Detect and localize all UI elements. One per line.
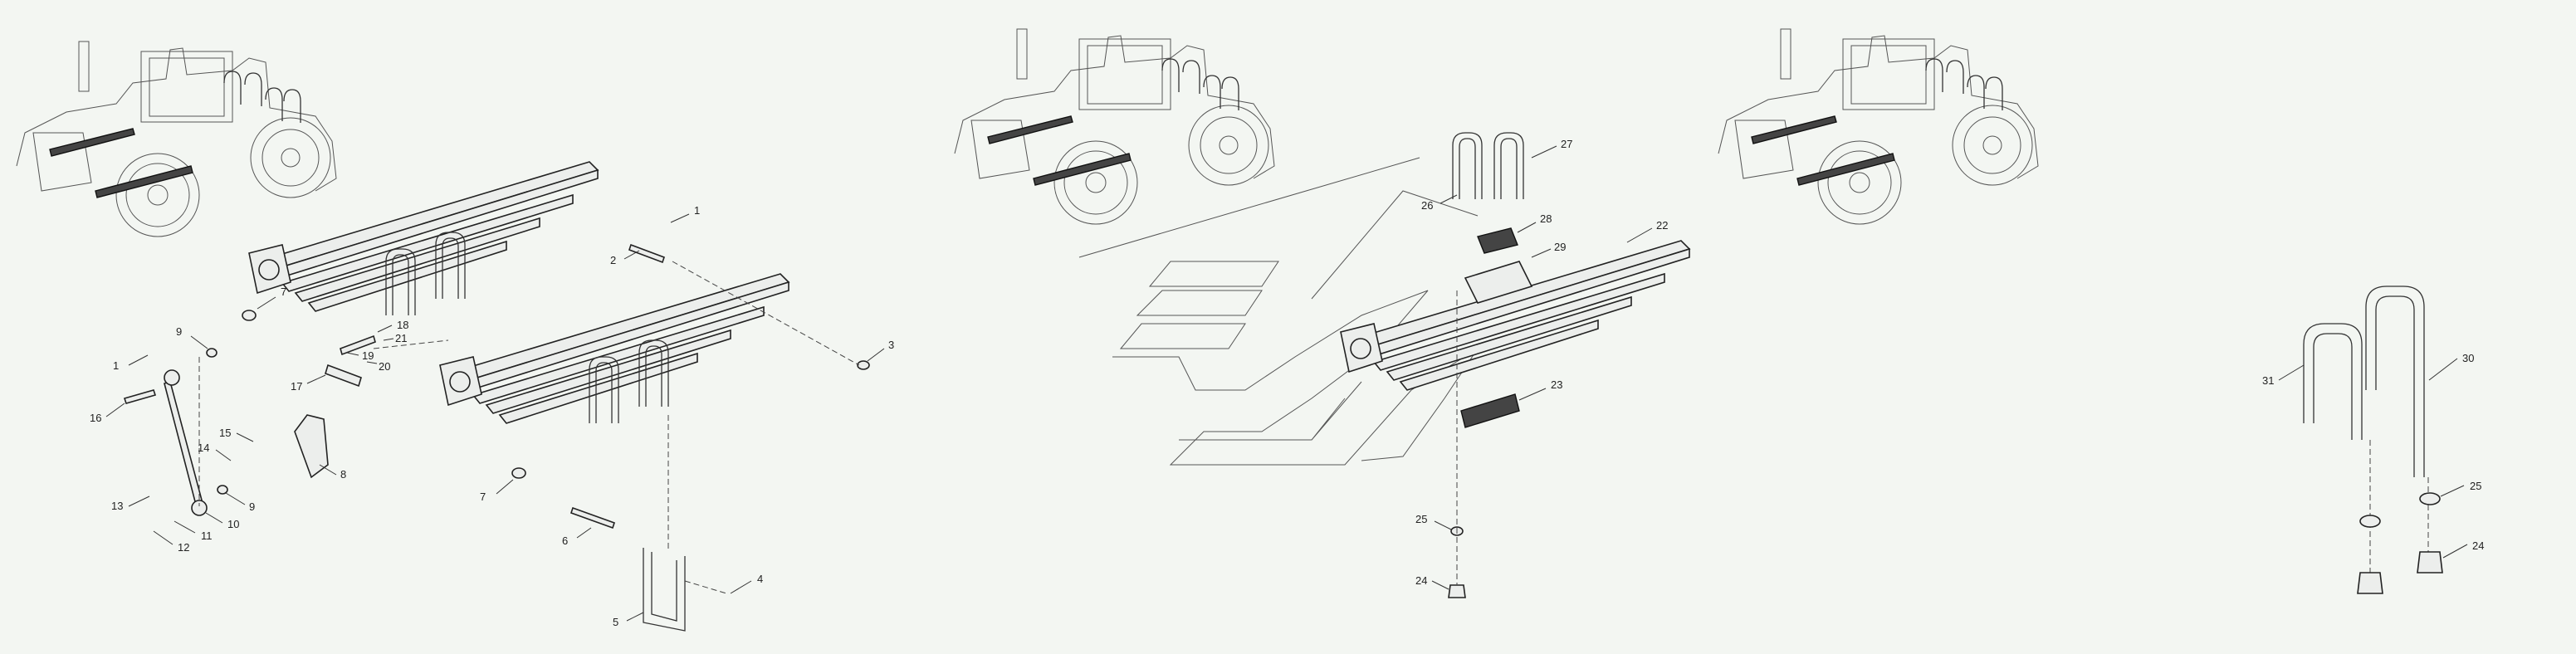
frame-rail-2 — [1148, 261, 1279, 287]
washer-9a — [206, 348, 218, 358]
u-bolt-27 — [1493, 132, 1524, 200]
sleeve-17 — [325, 364, 362, 388]
nut-24-p2 — [1448, 584, 1466, 598]
tractor-locator-2 — [954, 28, 1275, 225]
assembly-line-c — [684, 580, 727, 594]
panel-3-u-bolt-kit: 30 31 25 24 — [1718, 28, 2484, 594]
assembly-line-e — [373, 339, 449, 349]
callout-16: 16 — [90, 412, 101, 424]
callout-24-p3: 24 — [2472, 539, 2484, 552]
callout-24-p2: 24 — [1415, 574, 1427, 587]
callout-14: 14 — [198, 442, 209, 454]
frame-leader-lines — [1078, 157, 1479, 300]
callout-7-upper: 7 — [281, 286, 286, 298]
callout-29: 29 — [1554, 241, 1566, 253]
u-bolt-31-inner — [2313, 333, 2353, 440]
callout-25-p2: 25 — [1415, 513, 1427, 525]
callout-9-upper: 9 — [176, 325, 182, 338]
callout-3: 3 — [888, 339, 894, 351]
pin-2 — [628, 243, 666, 264]
shock-eye-bottom — [191, 500, 208, 516]
callout-5: 5 — [613, 616, 618, 628]
shackle-5 — [643, 548, 686, 632]
panel-1-front-spring: 1 2 3 4 5 6 7 7 8 9 9 10 11 12 13 14 15 … — [16, 41, 894, 632]
leaf-spring-lower — [439, 273, 789, 424]
callout-18: 18 — [397, 319, 408, 331]
bracket-8 — [294, 414, 329, 479]
u-bolt-31 — [2303, 323, 2363, 440]
callout-2: 2 — [610, 254, 616, 266]
callout-7-lower: 7 — [480, 490, 486, 503]
u-bolt-30-inner — [2375, 295, 2415, 477]
frame-rail-4 — [1179, 381, 1362, 441]
tractor-locator-1 — [16, 41, 337, 237]
callout-28: 28 — [1540, 212, 1552, 225]
callout-31: 31 — [2262, 374, 2274, 387]
washer-7a — [242, 310, 257, 321]
shock-eye-top — [164, 369, 180, 386]
leaf-spring-upper — [248, 161, 599, 312]
callout-1-left: 1 — [113, 359, 119, 372]
frame-rail-3 — [1119, 323, 1246, 349]
washer-3 — [857, 360, 870, 370]
callout-11: 11 — [201, 530, 213, 542]
panel-2-rear-spring: 22 23 24 25 26 27 28 29 — [954, 28, 1690, 598]
callout-26: 26 — [1421, 199, 1433, 212]
callout-10: 10 — [227, 518, 239, 530]
pad-28 — [1477, 227, 1518, 254]
callout-8: 8 — [340, 468, 346, 481]
callout-17: 17 — [291, 380, 302, 393]
callout-12: 12 — [178, 541, 189, 554]
callout-30: 30 — [2462, 352, 2474, 364]
u-bolt-26 — [1452, 132, 1483, 200]
plate-19 — [340, 334, 376, 356]
callout-1: 1 — [694, 204, 700, 217]
washer-9b — [217, 485, 228, 495]
callout-15: 15 — [219, 427, 231, 439]
washer-25-right — [2419, 492, 2441, 505]
washer-7b — [511, 467, 526, 479]
u-bolt-30 — [2365, 286, 2425, 477]
callout-19: 19 — [362, 349, 374, 362]
nut-24-right — [2417, 551, 2443, 573]
callout-27: 27 — [1561, 138, 1572, 150]
callout-13: 13 — [111, 500, 123, 512]
callout-23: 23 — [1551, 378, 1562, 391]
frame-rail-1 — [1136, 290, 1263, 316]
nut-24-left — [2357, 572, 2383, 594]
assembly-line-a — [672, 261, 860, 366]
callout-22: 22 — [1656, 219, 1668, 232]
callout-9-lower: 9 — [249, 500, 255, 513]
frame-outline — [1112, 290, 1479, 466]
callout-6: 6 — [562, 534, 568, 547]
seat-29 — [1464, 261, 1533, 304]
bolt-16 — [123, 389, 157, 404]
callout-25-p3: 25 — [2470, 480, 2481, 492]
washer-25-left — [2359, 515, 2381, 528]
pin-6 — [569, 506, 616, 530]
tractor-locator-3 — [1718, 28, 2039, 225]
callout-20: 20 — [379, 360, 390, 373]
plate-23 — [1460, 393, 1520, 428]
callout-4: 4 — [757, 573, 763, 585]
callout-21: 21 — [395, 332, 407, 344]
